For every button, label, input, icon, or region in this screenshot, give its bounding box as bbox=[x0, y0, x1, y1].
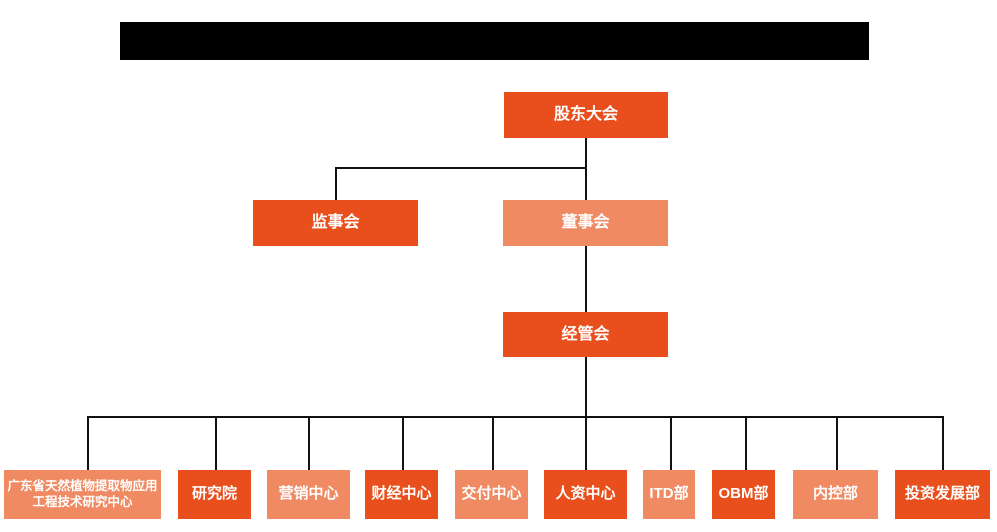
connector-drop bbox=[745, 416, 747, 470]
org-node-label: OBM部 bbox=[718, 485, 769, 503]
org-node-label: ITD部 bbox=[649, 485, 689, 503]
org-node-label: 交付中心 bbox=[461, 485, 522, 503]
org-node-supervisory-board: 监事会 bbox=[253, 200, 418, 246]
connector-drop bbox=[87, 416, 89, 470]
org-node-label: 监事会 bbox=[311, 214, 360, 231]
connector-rail bbox=[87, 416, 944, 418]
connector-drop bbox=[402, 416, 404, 470]
org-node-management-committee: 经管会 bbox=[503, 312, 668, 357]
connector-line bbox=[585, 138, 587, 200]
org-node-label: 财经中心 bbox=[371, 485, 432, 503]
org-node-label: 广东省天然植物提取物应用工程技术研究中心 bbox=[7, 478, 158, 509]
org-node-internal-control-dept: 内控部 bbox=[793, 470, 878, 519]
connector-line bbox=[585, 246, 587, 312]
org-node-finance-center: 财经中心 bbox=[365, 470, 438, 519]
org-node-label: 内控部 bbox=[812, 485, 858, 503]
connector-drop bbox=[585, 416, 587, 470]
title-bar-redacted bbox=[120, 22, 869, 60]
org-node-marketing-center: 营销中心 bbox=[267, 470, 350, 519]
org-node-label: 人资中心 bbox=[555, 485, 616, 503]
connector-drop bbox=[492, 416, 494, 470]
org-node-obm-dept: OBM部 bbox=[712, 470, 775, 519]
connector-drop bbox=[308, 416, 310, 470]
org-node-investment-development-dept: 投资发展部 bbox=[895, 470, 990, 519]
org-node-label: 经管会 bbox=[561, 325, 610, 343]
org-node-hr-center: 人资中心 bbox=[544, 470, 627, 519]
connector-line bbox=[585, 357, 587, 417]
org-node-label: 营销中心 bbox=[278, 485, 339, 503]
org-node-label: 研究院 bbox=[191, 485, 237, 503]
org-node-label: 股东大会 bbox=[553, 106, 618, 123]
connector-line bbox=[335, 167, 587, 169]
org-node-board-of-directors: 董事会 bbox=[503, 200, 668, 246]
connector-drop bbox=[836, 416, 838, 470]
org-node-label: 投资发展部 bbox=[904, 485, 980, 503]
connector-drop bbox=[670, 416, 672, 470]
org-node-gd-natural-plant-extract-research-center: 广东省天然植物提取物应用工程技术研究中心 bbox=[4, 470, 161, 519]
connector-drop bbox=[942, 416, 944, 470]
org-node-research-institute: 研究院 bbox=[178, 470, 251, 519]
org-node-itd-dept: ITD部 bbox=[643, 470, 695, 519]
connector-line bbox=[335, 167, 337, 200]
org-node-delivery-center: 交付中心 bbox=[455, 470, 528, 519]
org-node-shareholders-meeting: 股东大会 bbox=[504, 92, 668, 138]
org-node-label: 董事会 bbox=[561, 214, 610, 231]
connector-drop bbox=[215, 416, 217, 470]
